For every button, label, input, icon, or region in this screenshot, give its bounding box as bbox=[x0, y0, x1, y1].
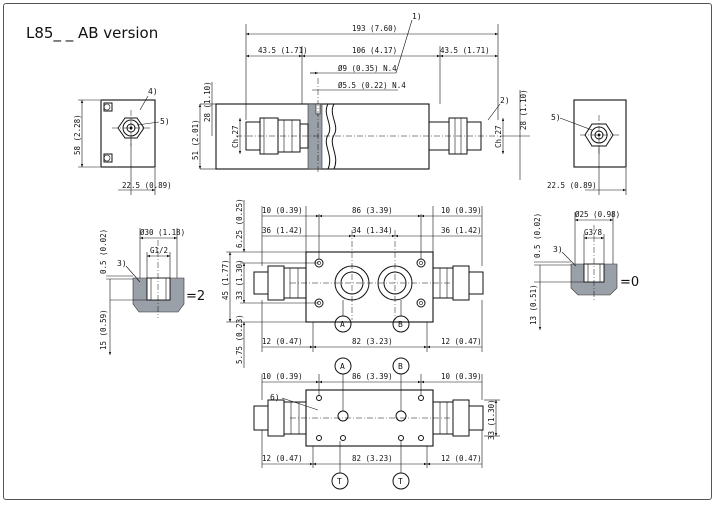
g38-equals-label: =0 bbox=[620, 275, 639, 290]
front-view: 193 (7.60) 43.5 (1.71) 106 (4.17) 43.5 (… bbox=[191, 12, 530, 180]
left-side-view: 58 (2.28) 22.5 (0.89) 4) 5) bbox=[73, 87, 172, 195]
front-height-28-left: 28 (1.10) bbox=[203, 81, 212, 122]
callout-4: 4) bbox=[148, 87, 158, 96]
left-view-width-dim: 22.5 (0.89) bbox=[122, 181, 172, 190]
g12-diameter-dim: Ø30 (1.18) bbox=[140, 228, 185, 237]
front-height-28-right: 28 (1.10) bbox=[519, 89, 528, 130]
callout-5-left: 5) bbox=[160, 117, 170, 126]
right-port-detail: Ø25 (0.98) G3/8 0.5 (0.02) 13 (0.51) 3) … bbox=[529, 210, 639, 330]
plan-36-left: 36 (1.42) bbox=[262, 226, 303, 235]
callout-5-right: 5) bbox=[551, 113, 561, 122]
plan-left-fitting bbox=[253, 265, 307, 301]
bottom-left-fitting bbox=[253, 399, 307, 437]
g38-thread-label: G3/8 bbox=[584, 228, 603, 237]
g12-equals-label: =2 bbox=[186, 289, 205, 304]
g12-depth-15: 15 (0.59) bbox=[99, 309, 108, 350]
right-side-view: 5) 22.5 (0.89) bbox=[547, 99, 627, 195]
g12-thread-label: G1/2 bbox=[150, 246, 168, 255]
plan-top-10-right: 10 (0.39) bbox=[441, 206, 482, 215]
plan-bot-12-left: 12 (0.47) bbox=[262, 337, 303, 346]
bottom-bot-12-right: 12 (0.47) bbox=[441, 454, 482, 463]
plan-top-10-left: 10 (0.39) bbox=[262, 206, 303, 215]
bottom-right-fitting bbox=[432, 399, 484, 437]
plan-625-dim: 6.25 (0.25) bbox=[235, 198, 244, 248]
left-view-fitting-hex bbox=[117, 117, 145, 139]
plan-port-b-label: B bbox=[398, 320, 403, 329]
drawing-title: L85_ _ AB version bbox=[26, 24, 159, 42]
plan-top-86: 86 (3.39) bbox=[352, 206, 393, 215]
callout-3-right: 3) bbox=[553, 245, 563, 254]
sheet-frame bbox=[3, 3, 712, 500]
front-ch27-right: Ch.27 bbox=[494, 125, 503, 148]
callout-3-left: 3) bbox=[117, 259, 127, 268]
g12-depth-05: 0.5 (0.02) bbox=[99, 229, 108, 274]
left-view-height-dim: 58 (2.28) bbox=[73, 114, 82, 155]
front-height-51: 51 (2.01) bbox=[191, 119, 200, 160]
plan-bot-82: 82 (3.23) bbox=[352, 337, 393, 346]
bottom-bot-82: 82 (3.23) bbox=[352, 454, 393, 463]
plan-view-body bbox=[305, 251, 434, 323]
hole-55-note: Ø5.5 (0.22) N.4 bbox=[338, 81, 406, 90]
hole-9-note: Ø9 (0.35) N.4 bbox=[338, 64, 397, 73]
bottom-top-86: 86 (3.39) bbox=[352, 372, 393, 381]
bottom-top-10-right: 10 (0.39) bbox=[441, 372, 482, 381]
plan-view: 10 (0.39) 86 (3.39) 10 (0.39) 36 (1.42) … bbox=[221, 198, 484, 368]
callout-6: 6) bbox=[270, 393, 280, 402]
front-view-body bbox=[215, 103, 430, 170]
right-view-body bbox=[573, 99, 627, 168]
bottom-bot-12-left: 12 (0.47) bbox=[262, 454, 303, 463]
plan-34-middle: 34 (1.34) bbox=[352, 226, 393, 235]
plan-right-fitting bbox=[432, 265, 484, 301]
bottom-height-33: 33 (1.30) bbox=[487, 399, 496, 440]
g38-depth-13: 13 (0.51) bbox=[529, 284, 538, 325]
right-fitting-length-dim: 43.5 (1.71) bbox=[440, 46, 490, 55]
middle-length-dim: 106 (4.17) bbox=[352, 46, 397, 55]
g38-diameter-dim: Ø25 (0.98) bbox=[575, 210, 620, 219]
bottom-port-t2-label: T bbox=[398, 477, 403, 486]
plan-height-45: 45 (1.77) bbox=[221, 259, 230, 300]
bottom-port-t1-label: T bbox=[337, 477, 342, 486]
bottom-port-a-label: A bbox=[340, 362, 345, 371]
left-port-detail: Ø30 (1.18) G1/2 0.5 (0.02) 15 (0.59) 3) … bbox=[99, 228, 205, 355]
plan-port-a-label: A bbox=[340, 320, 345, 329]
left-fitting-length-dim: 43.5 (1.71) bbox=[258, 46, 308, 55]
g38-depth-05: 0.5 (0.02) bbox=[533, 213, 542, 258]
bottom-top-10-left: 10 (0.39) bbox=[262, 372, 303, 381]
plan-height-33: 33 (1.30) bbox=[235, 259, 244, 300]
plan-bot-12-right: 12 (0.47) bbox=[441, 337, 482, 346]
callout-2: 2) bbox=[500, 96, 510, 105]
plan-575-dim: 5.75 (0.23) bbox=[235, 314, 244, 364]
plan-36-right: 36 (1.42) bbox=[441, 226, 482, 235]
callout-1: 1) bbox=[412, 12, 422, 21]
overall-length-dim: 193 (7.60) bbox=[352, 24, 397, 33]
right-view-width-dim: 22.5 (0.89) bbox=[547, 181, 597, 190]
front-ch27-left: Ch.27 bbox=[231, 125, 240, 148]
bottom-view: 10 (0.39) 86 (3.39) 10 (0.39) 33 (1.30) … bbox=[253, 357, 500, 490]
left-view-body bbox=[100, 99, 156, 168]
bottom-port-b-label: B bbox=[398, 362, 403, 371]
